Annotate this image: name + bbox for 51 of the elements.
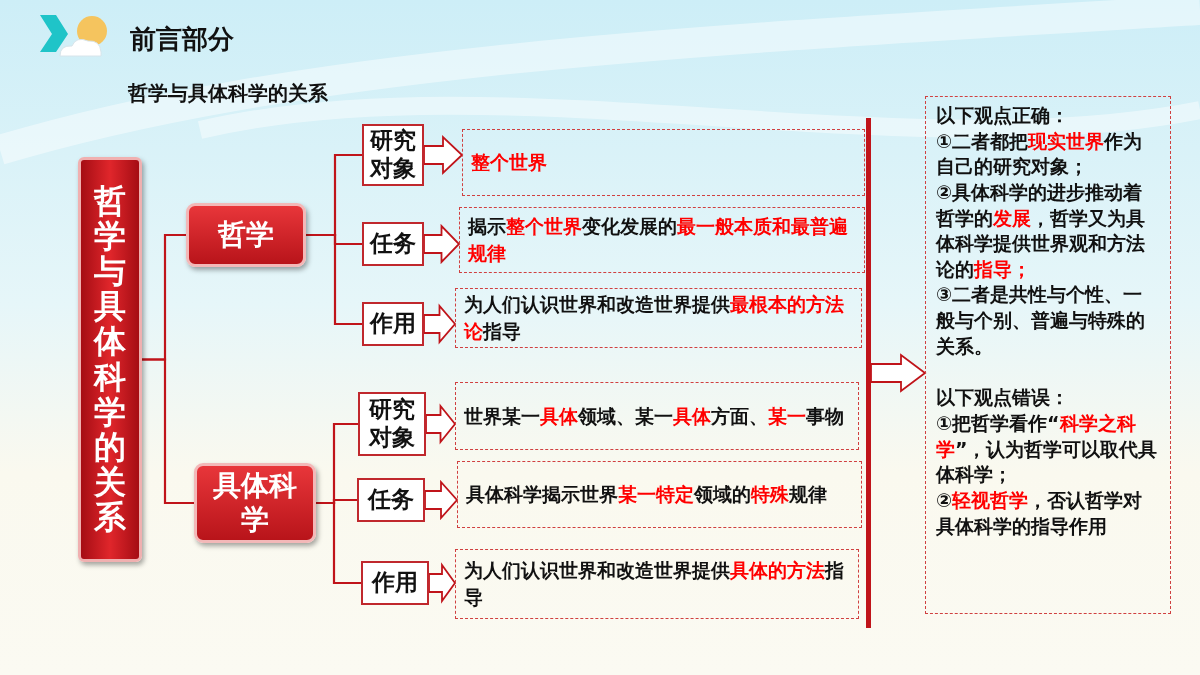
node-text: 研究对象	[367, 396, 416, 452]
node-text: 哲学与具体科学的关系	[94, 183, 126, 536]
hollow-arrow	[428, 562, 457, 604]
topic-box	[78, 157, 142, 562]
aspect-box	[362, 302, 424, 346]
node-text: 作用	[372, 569, 418, 597]
detail-box	[457, 461, 862, 528]
hollow-arrow	[423, 303, 457, 345]
node-text: 具体科学揭示世界某一特定领域的特殊规律	[466, 482, 828, 508]
hollow-arrow	[423, 223, 461, 265]
divider-bar	[866, 118, 871, 628]
detail-box	[455, 382, 859, 450]
section-heading: 哲学与具体科学的关系	[128, 80, 328, 107]
node-text: 哲学	[218, 218, 274, 252]
node-text: 整个世界	[471, 150, 548, 176]
connector-line	[316, 501, 361, 585]
node-text: 任务	[368, 486, 414, 514]
hollow-arrow	[425, 403, 457, 445]
detail-box	[462, 129, 865, 196]
aspect-box	[362, 124, 424, 186]
node-text: 任务	[370, 230, 416, 258]
hollow-arrow	[870, 353, 927, 393]
note-text: 以下观点错误：	[936, 385, 1070, 411]
page-title: 前言部分	[130, 23, 234, 56]
connector-line	[306, 233, 362, 326]
node-text: 作用	[370, 310, 416, 338]
aspect-box	[362, 222, 424, 266]
detail-box	[455, 288, 862, 348]
detail-box	[455, 549, 859, 619]
node-text: 为人们认识世界和改造世界提供最根本的方法论指导	[464, 292, 845, 344]
note-text: ②轻视哲学，否认哲学对具体科学的指导作用	[936, 487, 1144, 539]
note-text: ①二者都把现实世界作为自己的研究对象；	[936, 128, 1144, 180]
note-text: ①把哲学看作“科学之科学”，认为哲学可以取代具体科学；	[936, 411, 1159, 488]
hollow-arrow	[423, 134, 464, 176]
note-box	[925, 96, 1171, 614]
aspect-box	[361, 561, 429, 605]
hollow-arrow	[424, 479, 459, 521]
node-text: 揭示整个世界变化发展的最一般本质和最普遍规律	[468, 214, 849, 266]
node-text: 为人们认识世界和改造世界提供具体的方法指导	[464, 558, 845, 610]
note-text: 以下观点正确：	[936, 103, 1070, 128]
detail-box	[459, 207, 865, 273]
aspect-box	[358, 392, 426, 456]
category-box	[186, 203, 306, 267]
aspect-box	[357, 478, 425, 522]
connector-line	[142, 358, 194, 505]
node-text: 研究对象	[368, 127, 417, 183]
category-box	[194, 463, 316, 543]
note-text: ②具体科学的进步推动着哲学的发展，哲学又为具体科学提供世界观和方法论的指导；	[936, 179, 1146, 282]
note-text: ③二者是共性与个性、一般与个别、普遍与特殊的关系。	[936, 282, 1146, 359]
node-text: 具体科学	[212, 469, 298, 537]
node-text: 世界某一具体领域、某一具体方面、某一事物	[464, 403, 845, 429]
